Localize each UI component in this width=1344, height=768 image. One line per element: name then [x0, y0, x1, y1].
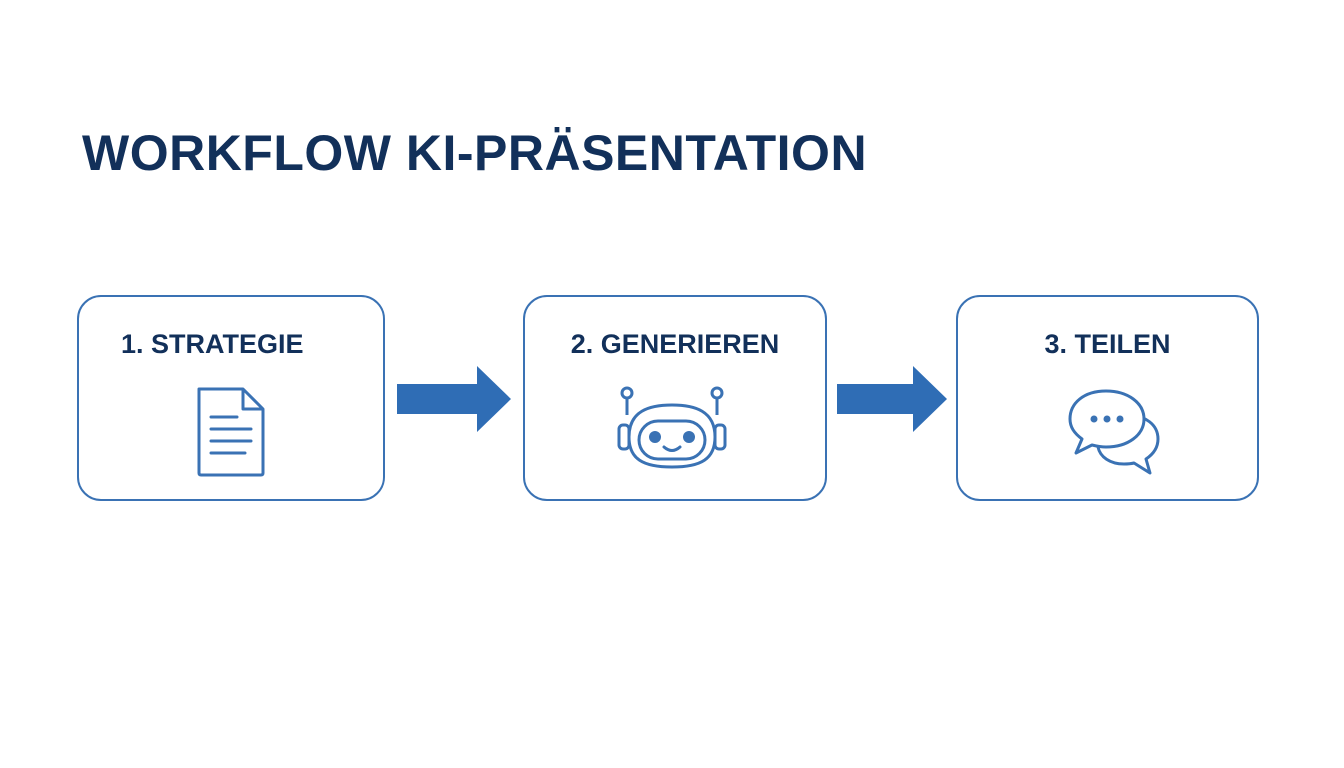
chat-bubbles-icon — [1068, 389, 1160, 475]
document-icon — [197, 387, 265, 477]
arrow-right-icon — [837, 366, 947, 432]
page-title: WORKFLOW KI-PRÄSENTATION — [82, 125, 868, 181]
step-box-teilen: 3. TEILEN — [956, 295, 1259, 501]
step-box-strategie: 1. STRATEGIE — [77, 295, 385, 501]
arrow-right-icon — [397, 366, 511, 432]
step-label-strategie: 1. STRATEGIE — [121, 329, 304, 359]
robot-icon — [617, 386, 727, 469]
step-label-generieren: 2. GENERIEREN — [570, 329, 780, 359]
step-box-generieren: 2. GENERIEREN — [523, 295, 827, 501]
step-label-teilen: 3. TEILEN — [1044, 329, 1171, 359]
